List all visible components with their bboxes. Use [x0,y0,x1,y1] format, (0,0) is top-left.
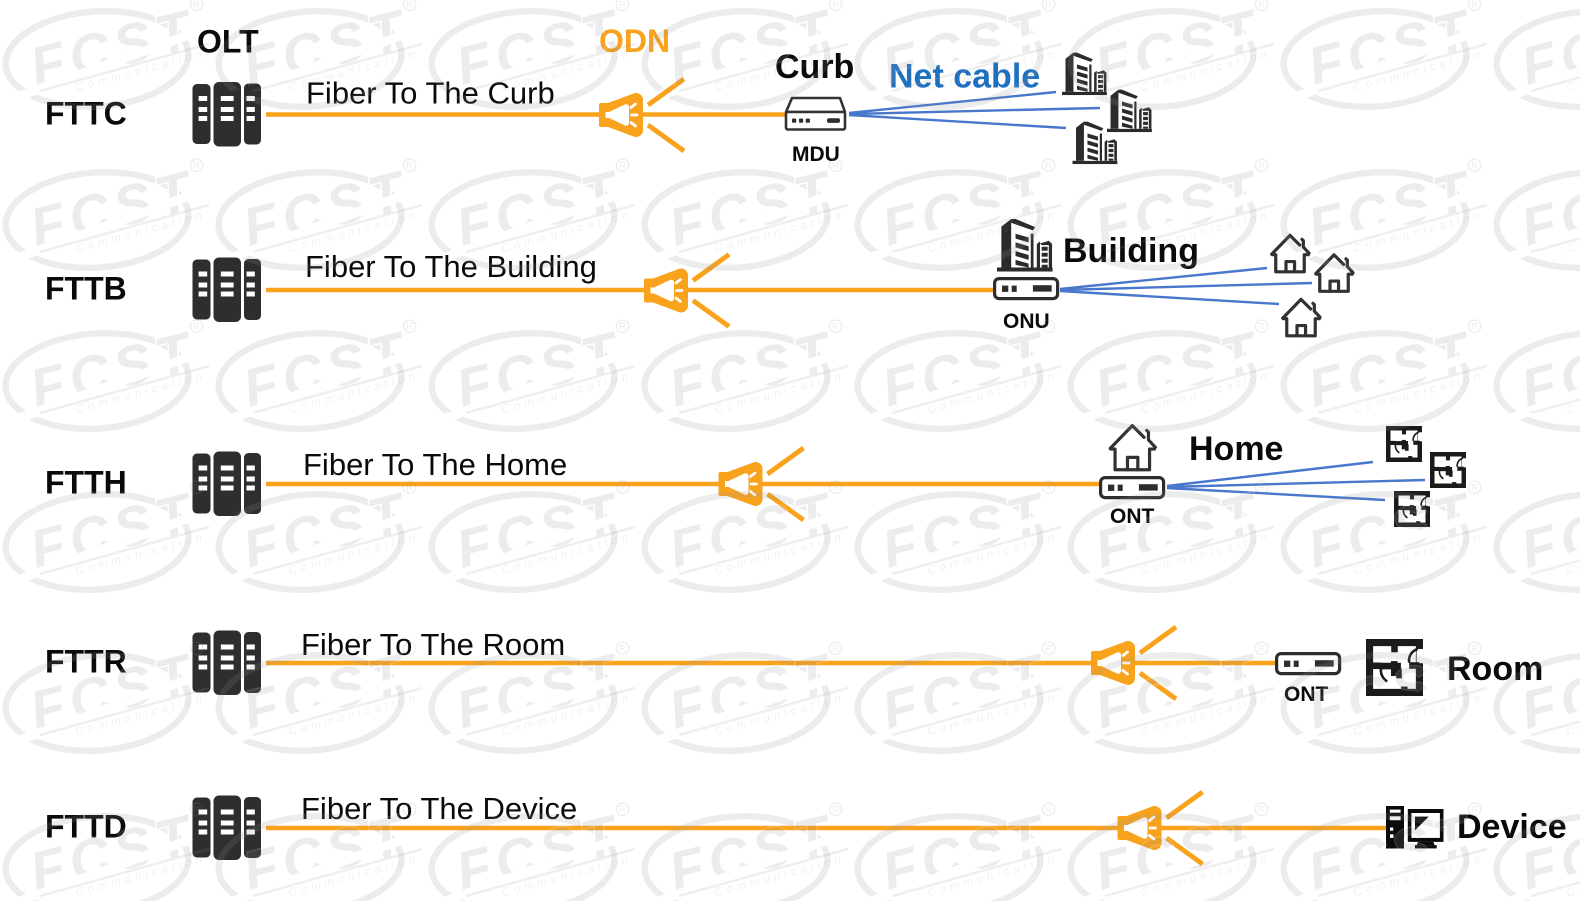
svg-text:Building: Building [1063,232,1199,270]
svg-text:Home: Home [1189,430,1283,468]
svg-text:FTTH: FTTH [45,465,127,501]
svg-text:FTTC: FTTC [45,96,127,132]
svg-text:ONT: ONT [1284,683,1329,706]
svg-text:FTTR: FTTR [45,644,127,680]
svg-text:FTTD: FTTD [45,809,127,845]
svg-text:Fiber To The Curb: Fiber To The Curb [306,76,555,111]
svg-text:Device: Device [1457,808,1567,846]
svg-text:ODN: ODN [599,23,670,59]
svg-text:OLT: OLT [197,24,259,60]
svg-text:Net cable: Net cable [889,58,1040,96]
svg-text:FTTB: FTTB [45,271,127,307]
svg-text:MDU: MDU [792,143,840,166]
svg-text:Fiber To The Home: Fiber To The Home [303,447,567,482]
svg-text:Curb: Curb [775,48,854,86]
svg-text:Fiber To The Device: Fiber To The Device [301,791,577,826]
svg-text:Fiber To The Building: Fiber To The Building [305,249,597,284]
svg-text:ONT: ONT [1110,505,1155,528]
svg-text:Fiber To The Room: Fiber To The Room [301,627,565,662]
svg-text:Room: Room [1447,650,1543,688]
svg-text:ONU: ONU [1003,310,1050,333]
